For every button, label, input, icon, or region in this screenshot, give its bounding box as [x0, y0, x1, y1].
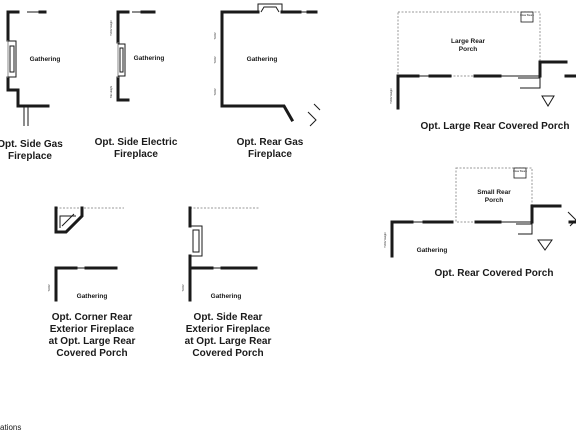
caption-line: Exterior Fireplace — [50, 324, 135, 335]
wall-note: TV/AV — [213, 56, 217, 64]
plan-corner-rear-exterior-fireplace: TV/AV Gathering Opt. Corner Rear Exterio… — [47, 206, 136, 359]
footer-text: ations — [0, 423, 21, 432]
fireplace-corner-exterior — [59, 213, 76, 228]
room-label-gathering: Gathering — [30, 56, 61, 63]
plan4-door-step — [518, 77, 555, 107]
caption-line: Fireplace — [8, 151, 52, 162]
plan7-walls — [390, 204, 576, 258]
caption-line: Covered Porch — [192, 348, 263, 359]
wall-note: TV/AV Height — [389, 88, 393, 104]
wall-note: TV/AV Height — [109, 20, 113, 36]
wall-note: TV/AV — [213, 88, 217, 96]
fireplace-side-gas — [8, 40, 17, 78]
room-label-porch-line2: Porch — [459, 46, 477, 53]
plan-side-gas-fireplace: Gathering Opt. Side Gas Fireplace — [0, 10, 63, 162]
plan5-walls — [54, 206, 84, 302]
wall-note: Clear Beam — [513, 169, 527, 173]
room-label-gathering: Gathering — [211, 293, 242, 300]
caption-line: Opt. Side Gas — [0, 139, 63, 150]
caption-line: Fireplace — [114, 149, 158, 160]
room-label-porch-line1: Large Rear — [451, 38, 485, 45]
plan6-walls — [188, 206, 214, 302]
wall-note: Clear Beam — [520, 13, 534, 17]
fireplace-rear-gas — [257, 3, 283, 13]
caption-line: at Opt. Large Rear — [49, 336, 136, 347]
wall-note: TV/AV Height — [383, 232, 387, 248]
caption-line: Fireplace — [248, 149, 292, 160]
beam-note-box — [520, 11, 534, 23]
plan-side-electric-fireplace: TV/AV Height Tile Height Gathering Opt. … — [95, 10, 178, 160]
wall-note: TV/AV — [181, 284, 185, 292]
wall-note: Tile Height — [109, 86, 113, 99]
caption-line: at Opt. Large Rear — [185, 336, 272, 347]
caption-line: Covered Porch — [56, 348, 127, 359]
caption-line: Opt. Rear Gas — [237, 137, 304, 148]
plan3-walls — [220, 10, 302, 123]
room-label-gathering: Gathering — [134, 55, 165, 62]
wall-note: TV/AV — [213, 32, 217, 40]
wall-note: TV/AV — [47, 284, 51, 292]
plan4-walls — [396, 60, 576, 110]
beam-note-box — [513, 167, 527, 179]
plan-rear-covered-porch: Clear Beam TV/AV Height Small Rear Porch… — [383, 167, 576, 279]
plan7-door-step — [516, 211, 576, 251]
porch-outline-large — [397, 11, 541, 77]
room-label-gathering: Gathering — [77, 293, 108, 300]
plan2-walls — [116, 10, 130, 102]
caption-line: Opt. Large Rear Covered Porch — [421, 121, 570, 132]
room-label-gathering: Gathering — [417, 247, 448, 254]
fireplace-side-electric — [118, 43, 126, 77]
caption-line: Opt. Corner Rear — [52, 312, 133, 323]
room-label-gathering: Gathering — [247, 56, 278, 63]
caption-line: Opt. Side Rear — [194, 312, 263, 323]
room-label-porch-line2: Porch — [485, 197, 503, 204]
caption-line: Exterior Fireplace — [186, 324, 271, 335]
room-label-porch-line1: Small Rear — [477, 189, 511, 196]
plan-rear-gas-fireplace: TV/AV TV/AV TV/AV Gathering Opt. Rear Ga… — [213, 3, 321, 160]
caption-line: Opt. Rear Covered Porch — [435, 268, 554, 279]
fireplace-side-exterior — [190, 225, 203, 257]
caption-line: Opt. Side Electric — [95, 137, 178, 148]
plan3-door — [307, 103, 321, 127]
plan-side-rear-exterior-fireplace: TV/AV Gathering Opt. Side Rear Exterior … — [181, 206, 272, 359]
plan-large-rear-covered-porch: Clear Beam TV/AV Height Large Rear Porch… — [389, 11, 576, 132]
